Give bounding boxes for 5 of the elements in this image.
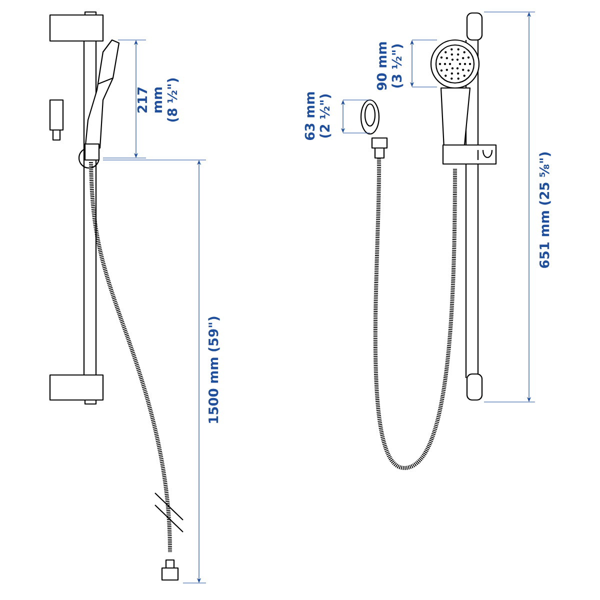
dimension-label: 651 mm (25 ⅝") <box>539 152 551 268</box>
dimension-label: 1500 mm (59") <box>208 316 220 423</box>
dimension-label: 217 mm (8 ½") <box>137 78 179 122</box>
dimension-label: 90 mm (3 ½") <box>376 42 404 90</box>
dimension-label: 63 mm (2 ½") <box>304 92 332 140</box>
